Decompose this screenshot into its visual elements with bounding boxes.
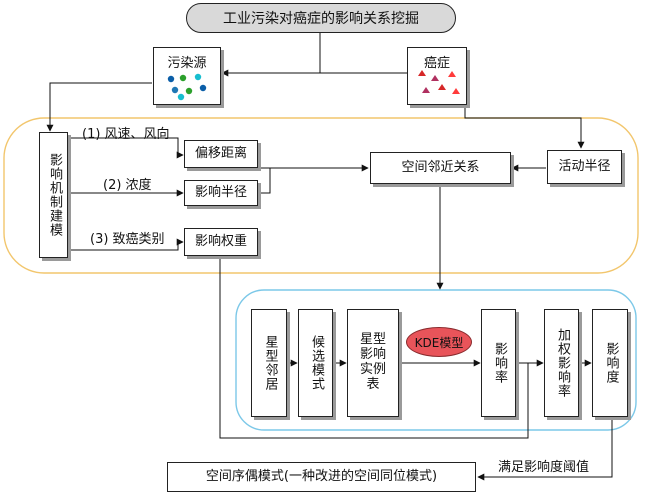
weighted-influence-rate-label: 加权影响率 (554, 328, 570, 398)
mechanism-region (3, 117, 639, 274)
factor-edge-label-2: (2) 浓度 (103, 178, 152, 193)
influence-rate-box: 影响率 (481, 309, 516, 417)
pollution-source-box: 污染源 (153, 47, 221, 105)
page-title: 工业污染对癌症的影响关系挖掘 (186, 3, 456, 33)
activity-radius-box: 活动半径 (547, 150, 622, 184)
star-instance-table-label: 星型影响实例表 (359, 332, 386, 392)
influence-radius-box: 影响半径 (184, 180, 258, 206)
cancer-triangles-icon (418, 70, 460, 94)
cancer-box: 癌症 (407, 47, 467, 105)
pollution-dots-icon (167, 73, 207, 101)
cancer-label: 癌症 (423, 56, 450, 71)
star-neighbor-box: 星型邻居 (251, 309, 287, 417)
weighted-influence-rate-box: 加权影响率 (544, 309, 579, 417)
result-pattern-box: 空间序偶模式(一种改进的空间同位模式) (167, 462, 476, 492)
influence-degree-box: 影响度 (592, 309, 628, 417)
influence-weight-box: 影响权重 (184, 228, 258, 256)
candidate-pattern-label: 候选模式 (308, 335, 324, 391)
mechanism-modeling-box: 影响机制建模 (39, 132, 68, 258)
pipeline-region (235, 289, 637, 431)
mechanism-modeling-label: 影响机制建模 (46, 153, 62, 237)
threshold-label: 满足影响度阈值 (498, 460, 590, 475)
factor-edge-label-3: (3) 致癌类别 (90, 232, 165, 247)
factor-edge-label-1: (1) 风速、风向 (82, 127, 170, 142)
offset-distance-box: 偏移距离 (184, 140, 258, 168)
spatial-neighbor-box: 空间邻近关系 (370, 152, 511, 184)
star-neighbor-label: 星型邻居 (262, 335, 278, 391)
candidate-pattern-box: 候选模式 (298, 309, 333, 417)
influence-degree-label: 影响度 (603, 342, 619, 384)
star-instance-table-box: 星型影响实例表 (347, 309, 399, 417)
kde-model-ellipse: KDE模型 (406, 327, 472, 357)
influence-rate-label: 影响率 (491, 342, 507, 384)
pollution-source-label: 污染源 (167, 56, 207, 71)
